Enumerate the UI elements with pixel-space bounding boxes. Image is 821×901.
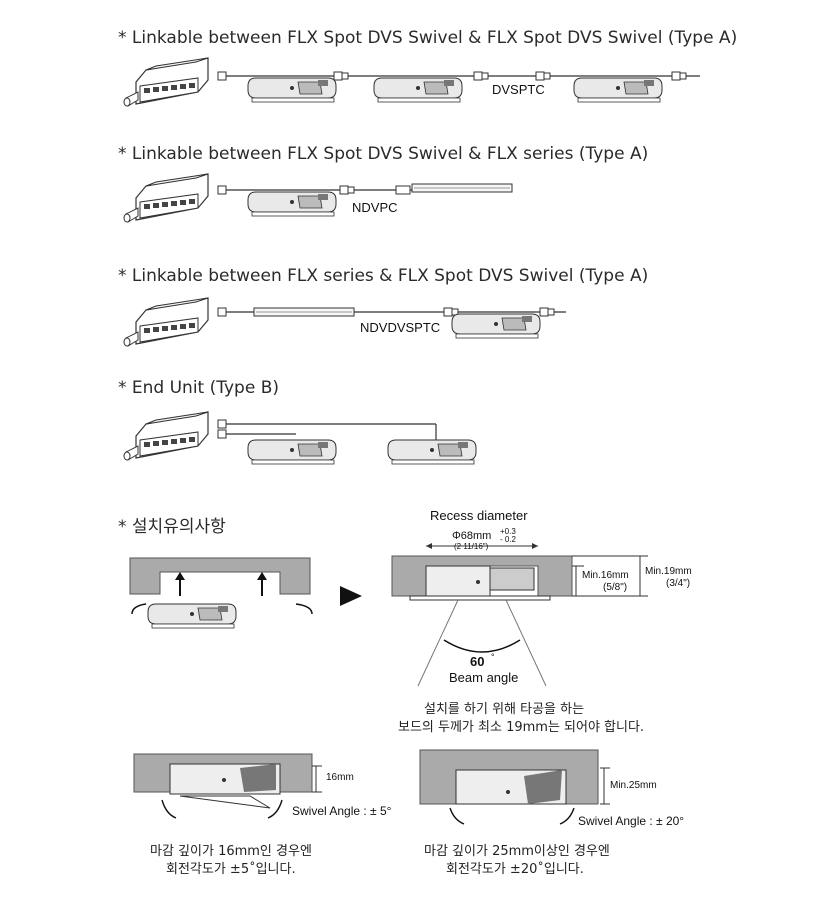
swivel-25mm-diagram bbox=[419, 749, 610, 825]
beam-angle-unit: ° bbox=[491, 652, 495, 662]
min16-label: Min.16mm bbox=[582, 570, 629, 581]
section-1-diagram bbox=[123, 57, 700, 107]
recess-title: Recess diameter bbox=[430, 508, 528, 523]
install-step-recess bbox=[129, 557, 313, 629]
depth-25mm-label: Min.25mm bbox=[610, 780, 657, 791]
section-3-heading: * Linkable between FLX series & FLX Spot… bbox=[118, 266, 649, 286]
section-3-diagram bbox=[123, 297, 566, 347]
depth-16mm-label: 16mm bbox=[326, 772, 354, 783]
swivel-5-note-line-2: 회전각도가 ±5˚입니다. bbox=[166, 862, 296, 877]
section-4-diagram bbox=[123, 411, 477, 465]
tolerance-plus: +0.3 bbox=[500, 527, 516, 536]
swivel-5-label: Swivel Angle : ± 5° bbox=[292, 804, 392, 818]
connector-label-ndvdvsptc: NDVDVSPTC bbox=[360, 320, 441, 335]
connector-label-ndvpc: NDVPC bbox=[352, 200, 398, 215]
diameter-label: Φ68mm bbox=[452, 530, 492, 542]
swivel-5-note-line-1: 마감 깊이가 16mm인 경우엔 bbox=[150, 844, 312, 859]
beam-angle-label: Beam angle bbox=[449, 670, 519, 685]
swivel-20-note-line-2: 회전각도가 ±20˚입니다. bbox=[446, 862, 584, 877]
board-note-line-1: 설치를 하기 위해 타공을 하는 bbox=[424, 702, 585, 717]
min19-inch-label: (3/4") bbox=[666, 578, 691, 589]
swivel-16mm-diagram bbox=[133, 753, 322, 819]
arrow-right-icon bbox=[340, 586, 362, 606]
install-heading: * 설치유의사항 bbox=[118, 517, 226, 537]
beam-angle-value: 60 bbox=[470, 654, 485, 669]
tolerance-minus: - 0.2 bbox=[500, 535, 517, 544]
diameter-inch-label: (2 11/16") bbox=[454, 542, 489, 551]
install-step-mounted bbox=[391, 543, 648, 687]
min16-inch-label: (5/8") bbox=[603, 582, 628, 593]
min19-label: Min.19mm bbox=[645, 566, 692, 577]
section-2-heading: * Linkable between FLX Spot DVS Swivel &… bbox=[118, 144, 649, 164]
section-4-heading: * End Unit (Type B) bbox=[118, 378, 280, 398]
connector-label-dvsptc: DVSPTC bbox=[492, 82, 545, 97]
swivel-20-label: Swivel Angle : ± 20° bbox=[578, 814, 685, 828]
section-2-diagram bbox=[123, 173, 513, 223]
section-1-heading: * Linkable between FLX Spot DVS Swivel &… bbox=[118, 28, 738, 48]
board-note-line-2: 보드의 두께가 최소 19mm는 되어야 합니다. bbox=[398, 720, 645, 735]
swivel-20-note-line-1: 마감 깊이가 25mm이상인 경우엔 bbox=[424, 844, 610, 859]
